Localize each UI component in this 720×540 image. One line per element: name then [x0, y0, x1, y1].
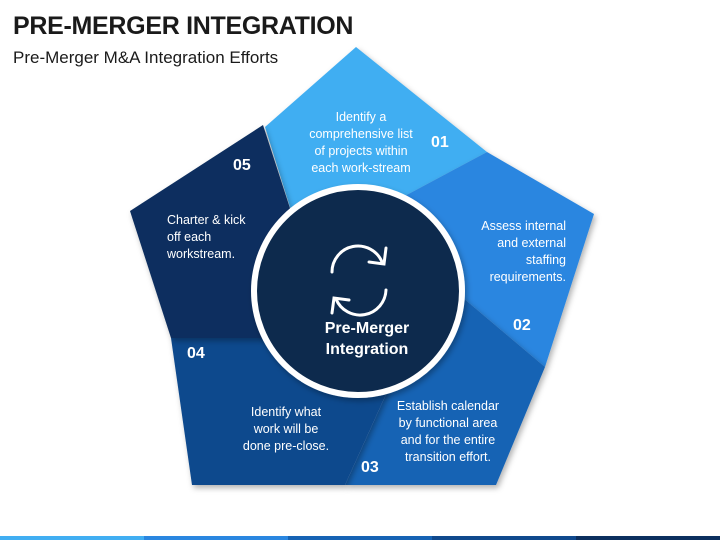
- segment-04-number: 04: [187, 345, 205, 362]
- segment-01-number: 01: [431, 134, 449, 151]
- bottom-bar-segment: [288, 536, 432, 540]
- segment-02-text: Assess internal and external staffing re…: [456, 218, 566, 286]
- page-subtitle: Pre-Merger M&A Integration Efforts: [13, 48, 279, 67]
- segment-05-text: Charter & kick off each workstream.: [167, 212, 267, 263]
- segment-02-shape: [401, 152, 594, 367]
- segment-03-number: 03: [361, 459, 379, 476]
- segment-05-number: 05: [233, 157, 251, 174]
- segment-03-line: Establish calendar: [396, 399, 500, 413]
- segment-05-line: off each: [167, 230, 212, 244]
- segment-04-text: Identify what work will be done pre-clos…: [226, 404, 346, 455]
- segment-03-line: by functional area: [398, 416, 498, 430]
- segment-03-text: Establish calendar by functional area an…: [383, 398, 513, 466]
- segment-01-text: Identify a comprehensive list of project…: [286, 109, 436, 177]
- segment-03-line: transition effort.: [405, 450, 491, 464]
- segment-01-line: comprehensive list: [309, 127, 413, 141]
- bottom-bar-segment: [576, 536, 720, 540]
- center-label-line1: Pre-Merger: [324, 320, 410, 337]
- segment-04-line: done pre-close.: [242, 439, 330, 453]
- segment-02-number: 02: [513, 317, 531, 334]
- segment-01-line: each work-stream: [311, 161, 411, 175]
- refresh-cycle-icon: [330, 244, 388, 317]
- center-circle: [251, 184, 465, 398]
- segment-02-line: staffing: [525, 253, 566, 267]
- segment-03-line: and for the entire: [400, 433, 496, 447]
- center-label: Pre-Merger Integration: [282, 318, 452, 360]
- segment-03-shape: [345, 297, 545, 485]
- segment-01-line: Identify a: [335, 110, 387, 124]
- segment-02-line: Assess internal: [481, 219, 566, 233]
- segment-04-line: work will be: [253, 422, 319, 436]
- bottom-bar-segment: [0, 536, 144, 540]
- segment-02-line: and external: [497, 236, 566, 250]
- center-label-line2: Integration: [325, 341, 409, 358]
- bottom-bar-segment: [144, 536, 288, 540]
- page-title: PRE-MERGER INTEGRATION: [13, 12, 354, 40]
- bottom-bar-segment: [432, 536, 576, 540]
- segment-05-line: workstream.: [167, 247, 236, 261]
- segment-05-line: Charter & kick: [167, 213, 246, 227]
- segment-01-line: of projects within: [314, 144, 408, 158]
- segment-04-line: Identify what: [250, 405, 322, 419]
- segment-01-shape: [265, 47, 487, 236]
- bottom-color-bar: [0, 536, 720, 540]
- segment-02-line: requirements.: [489, 270, 566, 284]
